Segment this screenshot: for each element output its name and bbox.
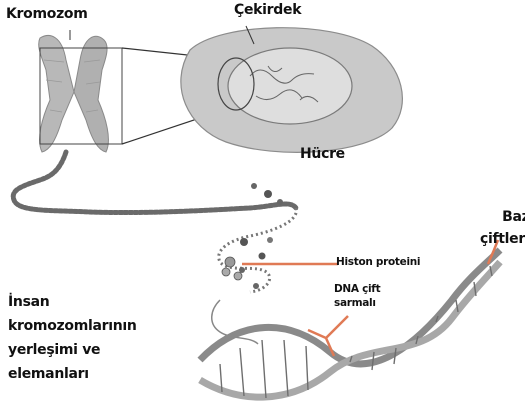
caption-line-1: İnsan (8, 290, 137, 314)
label-dna-helix-line-1: DNA çift (334, 282, 380, 296)
label-nucleus: Çekirdek (234, 2, 301, 18)
diagram-caption: İnsan kromozomlarının yerleşimi ve elema… (8, 290, 137, 386)
label-cell: Hücre (300, 146, 345, 162)
cell-illustration (181, 26, 403, 152)
dna-helix (200, 250, 500, 398)
chromosome-illustration (39, 36, 109, 152)
caption-line-4: elemanları (8, 362, 137, 386)
nucleus-shape (228, 48, 352, 124)
label-base-pairs-line-1: Baz (480, 206, 525, 228)
caption-line-3: yerleşimi ve (8, 338, 137, 362)
histone-beads (222, 257, 242, 280)
label-chromosome: Kromozom (6, 6, 88, 22)
chromatin-fiber (13, 152, 296, 292)
label-histone: Histon proteini (336, 256, 420, 268)
label-base-pairs-line-2: çiftleri (480, 228, 525, 250)
label-base-pairs: Baz çiftleri (480, 206, 525, 250)
caption-line-2: kromozomlarının (8, 314, 137, 338)
label-dna-helix: DNA çift sarmalı (334, 282, 380, 310)
label-dna-helix-line-2: sarmalı (334, 296, 380, 310)
